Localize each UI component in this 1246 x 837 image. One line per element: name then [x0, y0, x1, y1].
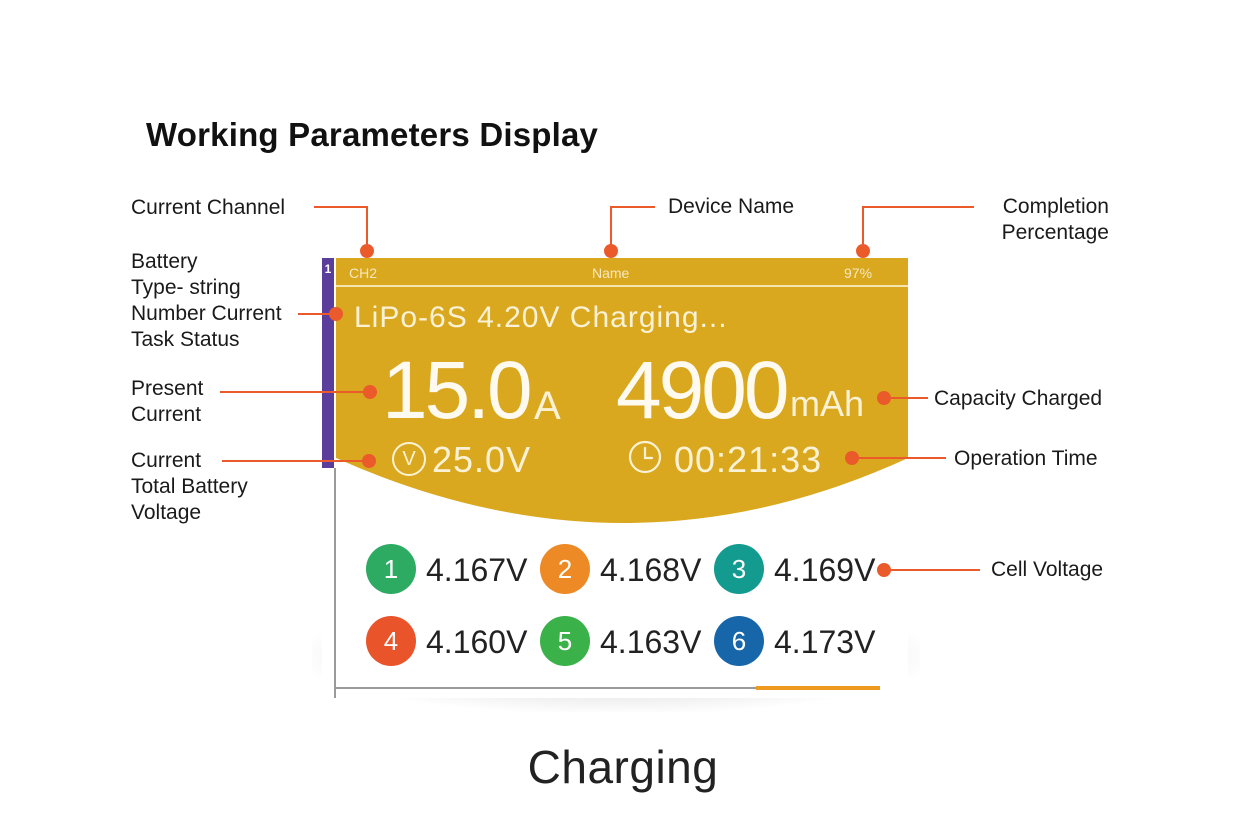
label-voltage-line2: Total Battery [131, 475, 248, 498]
cell-number-badge: 4 [366, 616, 416, 666]
cell-2: 2 4.168V [540, 544, 710, 594]
cell-voltage-value: 4.167V [426, 552, 528, 588]
label-capacity-charged: Capacity Charged [934, 386, 1102, 412]
label-present-line2: Current [131, 403, 202, 426]
channel-strip: 1 [322, 258, 334, 468]
label-present-current: Present Current [131, 376, 203, 428]
cell-voltage-value: 4.163V [600, 624, 702, 660]
cell-number-badge: 1 [366, 544, 416, 594]
operation-time: 00:21:33 [674, 439, 823, 480]
label-battery-line1: Battery [131, 250, 198, 273]
label-completion-line1: Completion [1002, 195, 1109, 218]
cell-voltage-value: 4.169V [774, 552, 876, 588]
cell-number-badge: 2 [540, 544, 590, 594]
leader-device-name [610, 206, 655, 251]
cell-voltage-value: 4.160V [426, 624, 528, 660]
capacity-unit: mAh [790, 383, 865, 424]
screen-gold-panel [336, 258, 908, 523]
label-cell-voltage: Cell Voltage [991, 557, 1103, 583]
leader-current-channel [314, 206, 368, 251]
label-battery-line4: Task Status [131, 328, 240, 351]
cell-number-badge: 5 [540, 616, 590, 666]
cell-6: 6 4.173V [714, 616, 884, 666]
label-current-channel-text: Current Channel [131, 196, 286, 219]
label-voltage-line1: Current [131, 449, 202, 472]
label-battery-line2: Type- string [131, 276, 241, 299]
cell-1: 1 4.167V [366, 544, 536, 594]
capacity-value: 4900 [616, 345, 789, 436]
dot-current-channel [360, 244, 374, 258]
mode-caption: Charging [527, 741, 719, 793]
dot-completion [856, 244, 870, 258]
label-present-line1: Present [131, 377, 204, 400]
label-cell-voltage-text: Cell Voltage [991, 558, 1104, 581]
device-name: Name [592, 265, 630, 281]
clock-icon [628, 440, 662, 474]
label-battery-line3: Number Current [131, 302, 282, 325]
channel-indicator: CH2 [349, 265, 378, 281]
label-operation-time: Operation Time [954, 446, 1098, 472]
page-title: Working Parameters Display [146, 116, 599, 153]
completion-percentage: 97% [844, 265, 873, 281]
cell-5: 5 4.163V [540, 616, 710, 666]
label-operation-time-text: Operation Time [954, 447, 1098, 470]
label-current-channel: Current Channel [131, 195, 285, 221]
cell-voltage-value: 4.168V [600, 552, 702, 588]
cell-voltage-value: 4.173V [774, 624, 876, 660]
cell-number-badge: 6 [714, 616, 764, 666]
channel-number: 1 [324, 262, 332, 276]
present-current-value: 15.0 [382, 345, 533, 436]
topbar-divider [336, 285, 908, 287]
task-status: LiPo-6S 4.20V Charging... [354, 301, 728, 334]
dot-device-name [604, 244, 618, 258]
completion-progress-bar [756, 686, 880, 690]
label-battery-type: Battery Type- string Number Current Task… [131, 249, 282, 353]
cell-3: 3 4.169V [714, 544, 884, 594]
label-completion-percentage: Completion Percentage [960, 194, 1109, 246]
bottom-rule [336, 687, 756, 689]
label-capacity-text: Capacity Charged [934, 387, 1103, 410]
label-voltage-line3: Voltage [131, 501, 202, 524]
volt-icon: V [392, 442, 426, 476]
cell-4: 4 4.160V [366, 616, 536, 666]
present-current-unit: A [534, 384, 561, 428]
label-device-name: Device Name [668, 194, 794, 220]
label-total-voltage: Current Total Battery Voltage [131, 448, 248, 526]
label-completion-line2: Percentage [1001, 221, 1109, 244]
device-screen: 1 CH2 Name 97% LiPo-6S 4.20V Charging...… [322, 258, 908, 698]
total-voltage: 25.0V [432, 439, 532, 480]
leader-completion [862, 206, 974, 251]
left-rule [334, 468, 336, 698]
label-device-name-text: Device Name [668, 195, 795, 218]
cell-number-badge: 3 [714, 544, 764, 594]
